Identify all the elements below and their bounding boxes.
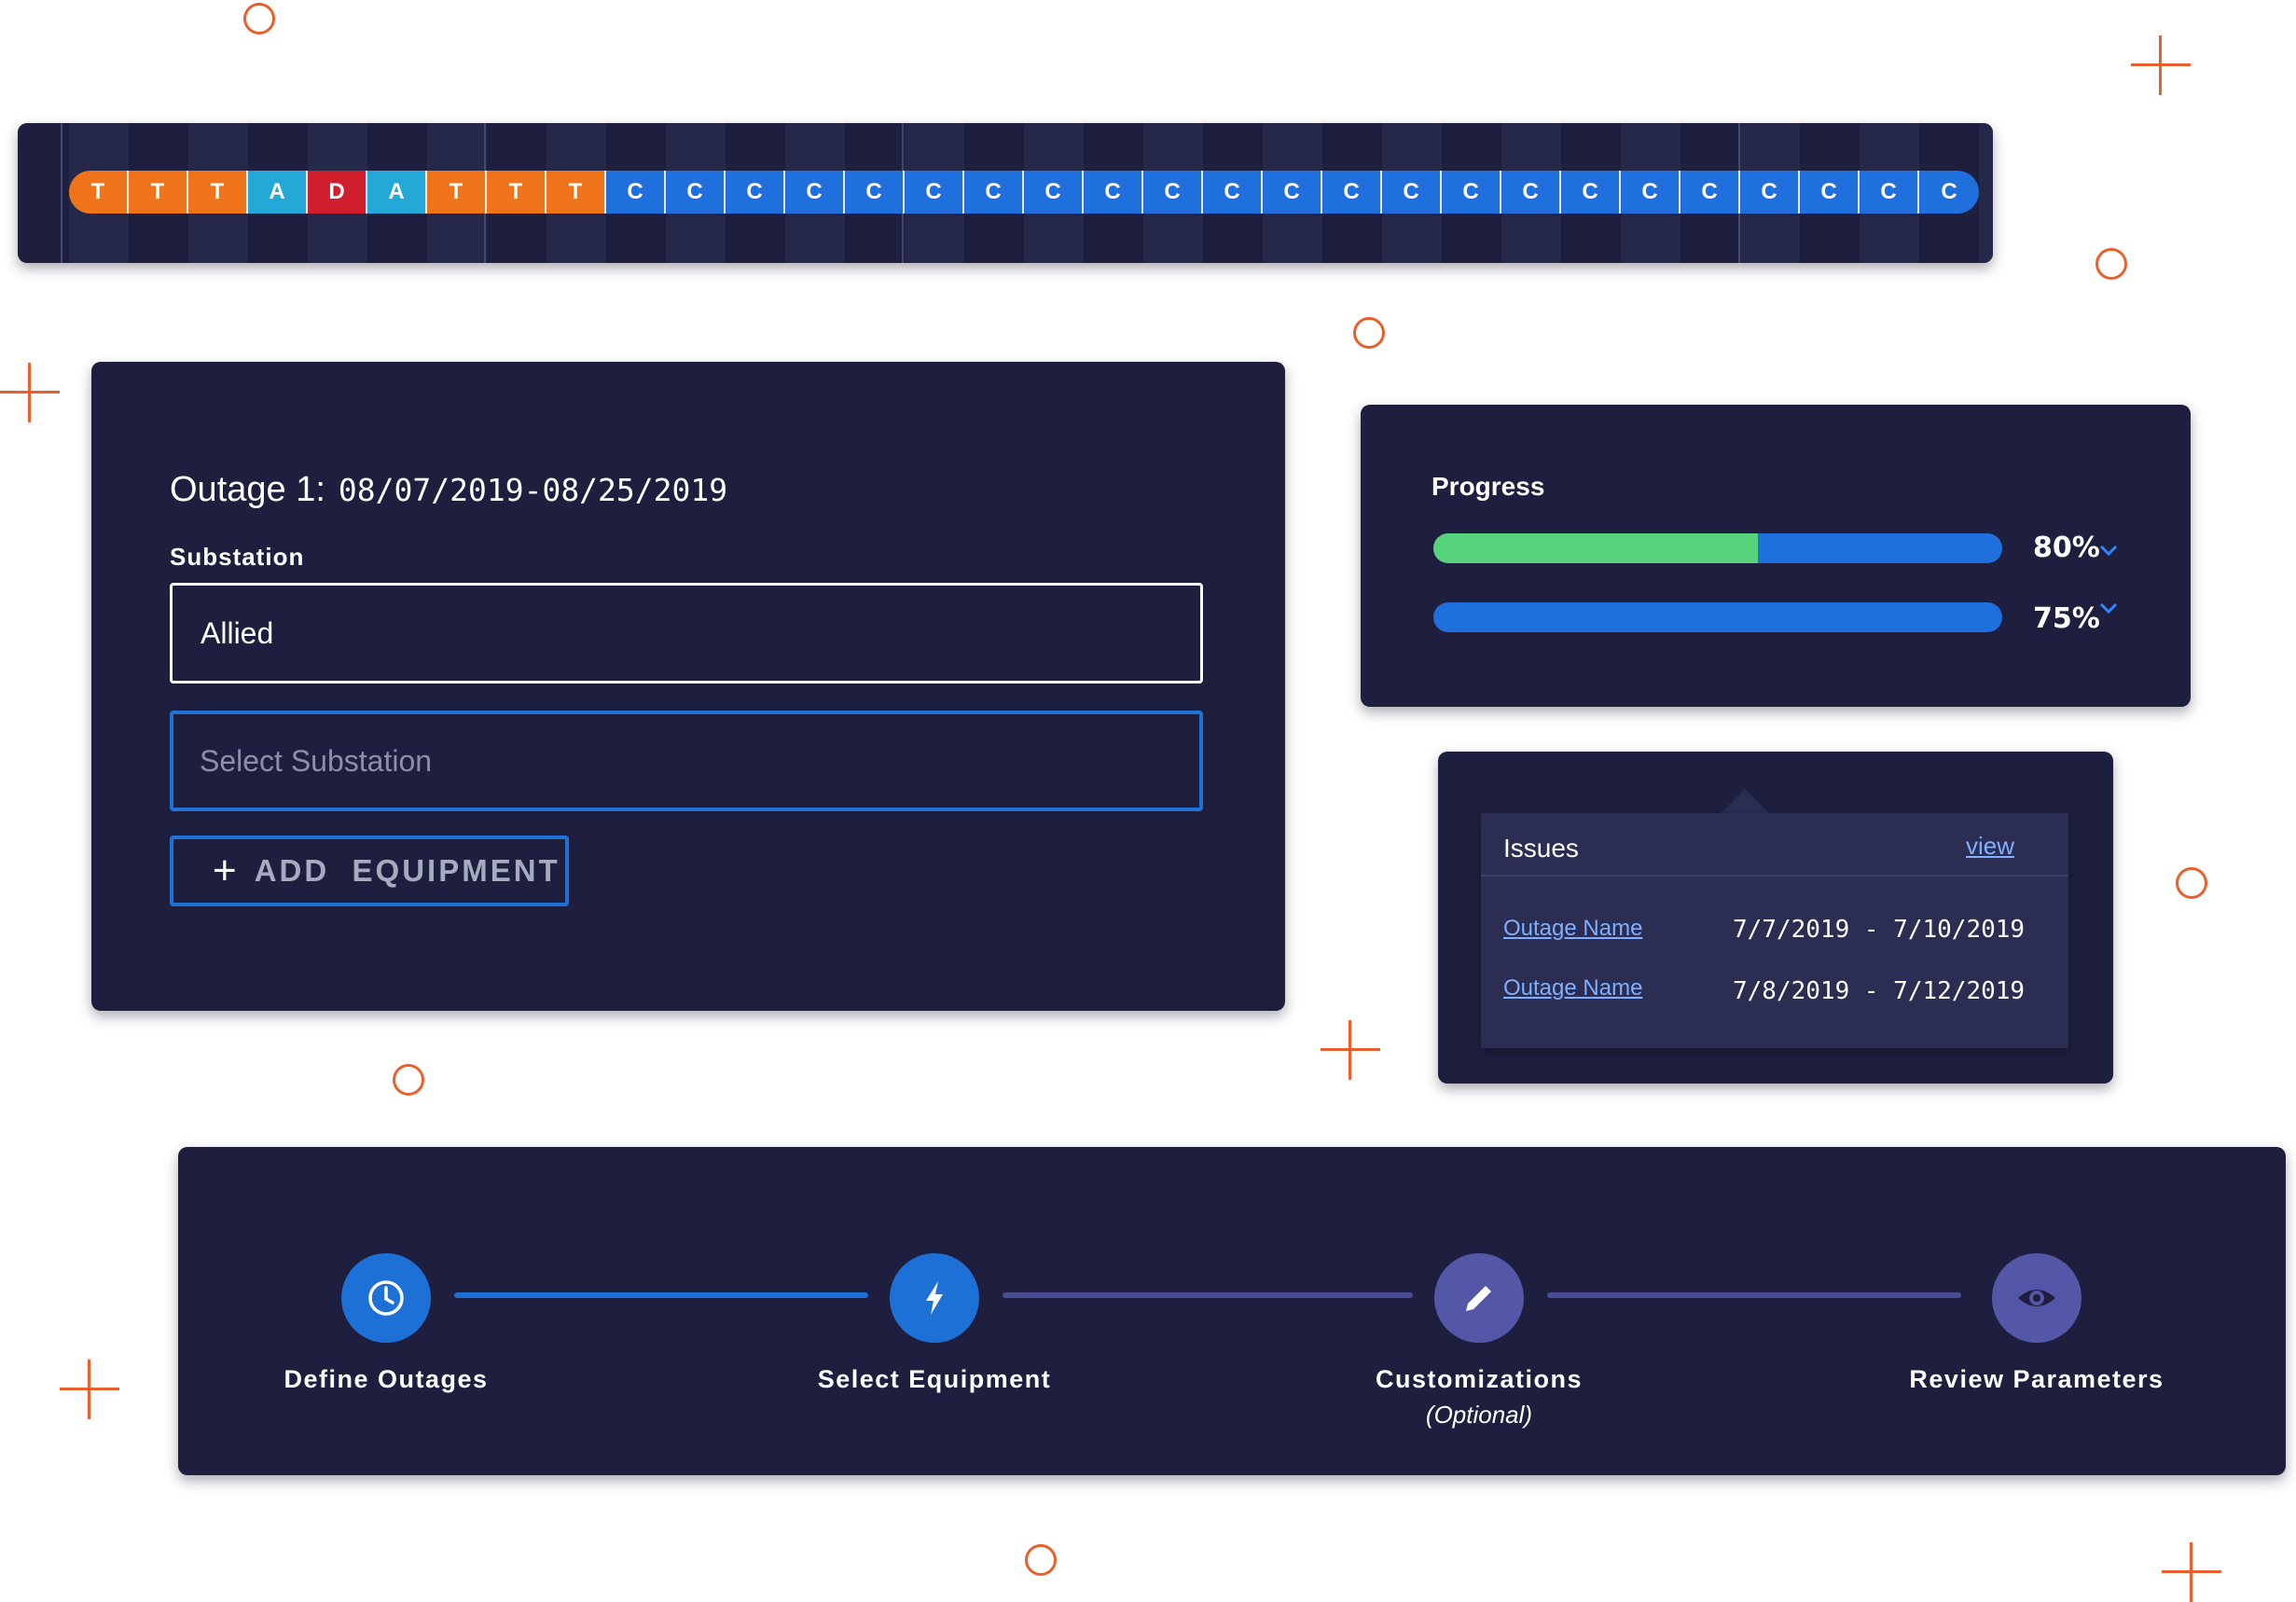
decor-plus	[2131, 35, 2191, 95]
step-review-parameters[interactable]	[1992, 1253, 2082, 1343]
issue-outage-link[interactable]: Outage Name	[1503, 975, 1643, 1001]
progress-bar	[1433, 602, 2002, 632]
issues-view-link[interactable]: view	[1966, 832, 2015, 860]
sequence-cell: A	[248, 171, 308, 214]
timeline-divider	[61, 123, 62, 263]
step-label: Select Equipment	[817, 1365, 1052, 1393]
sequence-cell: C	[666, 171, 726, 214]
timeline-column	[1979, 123, 1993, 263]
decor-plus	[0, 363, 60, 422]
issues-title: Issues	[1503, 834, 1579, 863]
sequence-cell: C	[1382, 171, 1442, 214]
progress-panel: Progress 80% 75%	[1361, 405, 2191, 707]
sequence-cell: C	[1501, 171, 1561, 214]
sequence-cell: T	[487, 171, 546, 214]
sequence-cell: C	[785, 171, 845, 214]
clock-icon	[368, 1280, 404, 1316]
sequence-cell: T	[546, 171, 606, 214]
sequence-cell: C	[726, 171, 785, 214]
sequence-cell: C	[1919, 171, 1979, 214]
decor-plus	[60, 1360, 119, 1419]
lightning-icon	[926, 1281, 943, 1315]
sequence-cell: C	[1561, 171, 1621, 214]
step-sublabel: (Optional)	[1425, 1401, 1533, 1429]
sequence-cell: D	[308, 171, 367, 214]
sequence-cell: C	[1084, 171, 1143, 214]
eye-icon	[2018, 1290, 2055, 1306]
issues-popover: Issues view Outage Name 7/7/2019 - 7/10/…	[1481, 813, 2068, 1048]
sequence-cell: C	[1203, 171, 1263, 214]
pencil-icon	[1466, 1286, 1491, 1311]
progress-percent: 80%	[2033, 532, 2100, 564]
wizard-stepper: Define Outages Select Equipment Customiz…	[178, 1147, 2286, 1475]
sequence-cell: T	[69, 171, 129, 214]
sequence-cell: C	[1860, 171, 1919, 214]
step-connector	[454, 1292, 868, 1298]
progress-bar-fill	[1433, 533, 1758, 563]
step-customizations[interactable]	[1434, 1253, 1524, 1343]
step-define-outages[interactable]	[341, 1253, 431, 1343]
substation-label: Substation	[170, 543, 305, 571]
step-label: Review Parameters	[1909, 1365, 2165, 1393]
decor-circle	[2095, 248, 2127, 280]
sequence-cell: C	[1800, 171, 1860, 214]
decor-circle	[243, 3, 275, 35]
step-label: Define Outages	[284, 1365, 489, 1393]
add-equipment-label: ADD EQUIPMENT	[254, 853, 560, 888]
sequence-cell: C	[1143, 171, 1203, 214]
sequence-cell: C	[1442, 171, 1501, 214]
add-equipment-button[interactable]: + ADD EQUIPMENT	[170, 836, 569, 906]
chevron-down-icon[interactable]	[2097, 539, 2120, 561]
issues-panel: Issues view Outage Name 7/7/2019 - 7/10/…	[1438, 752, 2113, 1084]
step-label: Customizations	[1375, 1365, 1583, 1393]
tooltip-arrow	[1721, 789, 1769, 813]
sequence-cell: C	[1621, 171, 1681, 214]
outage-title: Outage 1: 08/07/2019-08/25/2019	[170, 470, 727, 510]
decor-circle	[393, 1064, 424, 1096]
sequence-cell: C	[845, 171, 905, 214]
decor-plus	[1321, 1020, 1380, 1080]
outage-title-label: Outage 1:	[170, 470, 325, 509]
sequence-cell: C	[1740, 171, 1800, 214]
progress-title: Progress	[1432, 472, 1545, 501]
plus-icon: +	[213, 848, 240, 893]
outage-date-range: 08/07/2019-08/25/2019	[338, 472, 728, 508]
decor-circle	[1025, 1544, 1057, 1576]
select-substation-input[interactable]	[170, 711, 1203, 811]
decor-plus	[2162, 1542, 2221, 1602]
substation-input[interactable]	[170, 583, 1203, 684]
sequence-cell: C	[1024, 171, 1084, 214]
step-connector	[1003, 1292, 1413, 1298]
sequence-cell: C	[964, 171, 1024, 214]
sequence-cell: C	[1322, 171, 1382, 214]
progress-bar	[1433, 533, 2002, 563]
issue-outage-link[interactable]: Outage Name	[1503, 916, 1643, 941]
sequence-cell: C	[606, 171, 666, 214]
step-connector	[1547, 1292, 1961, 1298]
divider	[1481, 875, 2068, 877]
sequence-cell: A	[367, 171, 427, 214]
issue-date-range: 7/8/2019 - 7/12/2019	[1733, 977, 2026, 1005]
progress-percent: 75%	[2033, 602, 2100, 635]
decor-circle	[1353, 317, 1385, 349]
decor-circle	[2176, 867, 2207, 899]
sequence-cell: C	[1263, 171, 1322, 214]
issue-date-range: 7/7/2019 - 7/10/2019	[1733, 916, 2026, 944]
sequence-cell: T	[188, 171, 248, 214]
outage-form-panel: Outage 1: 08/07/2019-08/25/2019 Substatio…	[91, 362, 1285, 1011]
step-select-equipment[interactable]	[890, 1253, 979, 1343]
sequence-cell: C	[905, 171, 964, 214]
chevron-down-icon[interactable]	[2097, 597, 2120, 619]
sequence-cell: C	[1681, 171, 1740, 214]
sequence-cell: T	[129, 171, 188, 214]
sequence-cell: T	[427, 171, 487, 214]
